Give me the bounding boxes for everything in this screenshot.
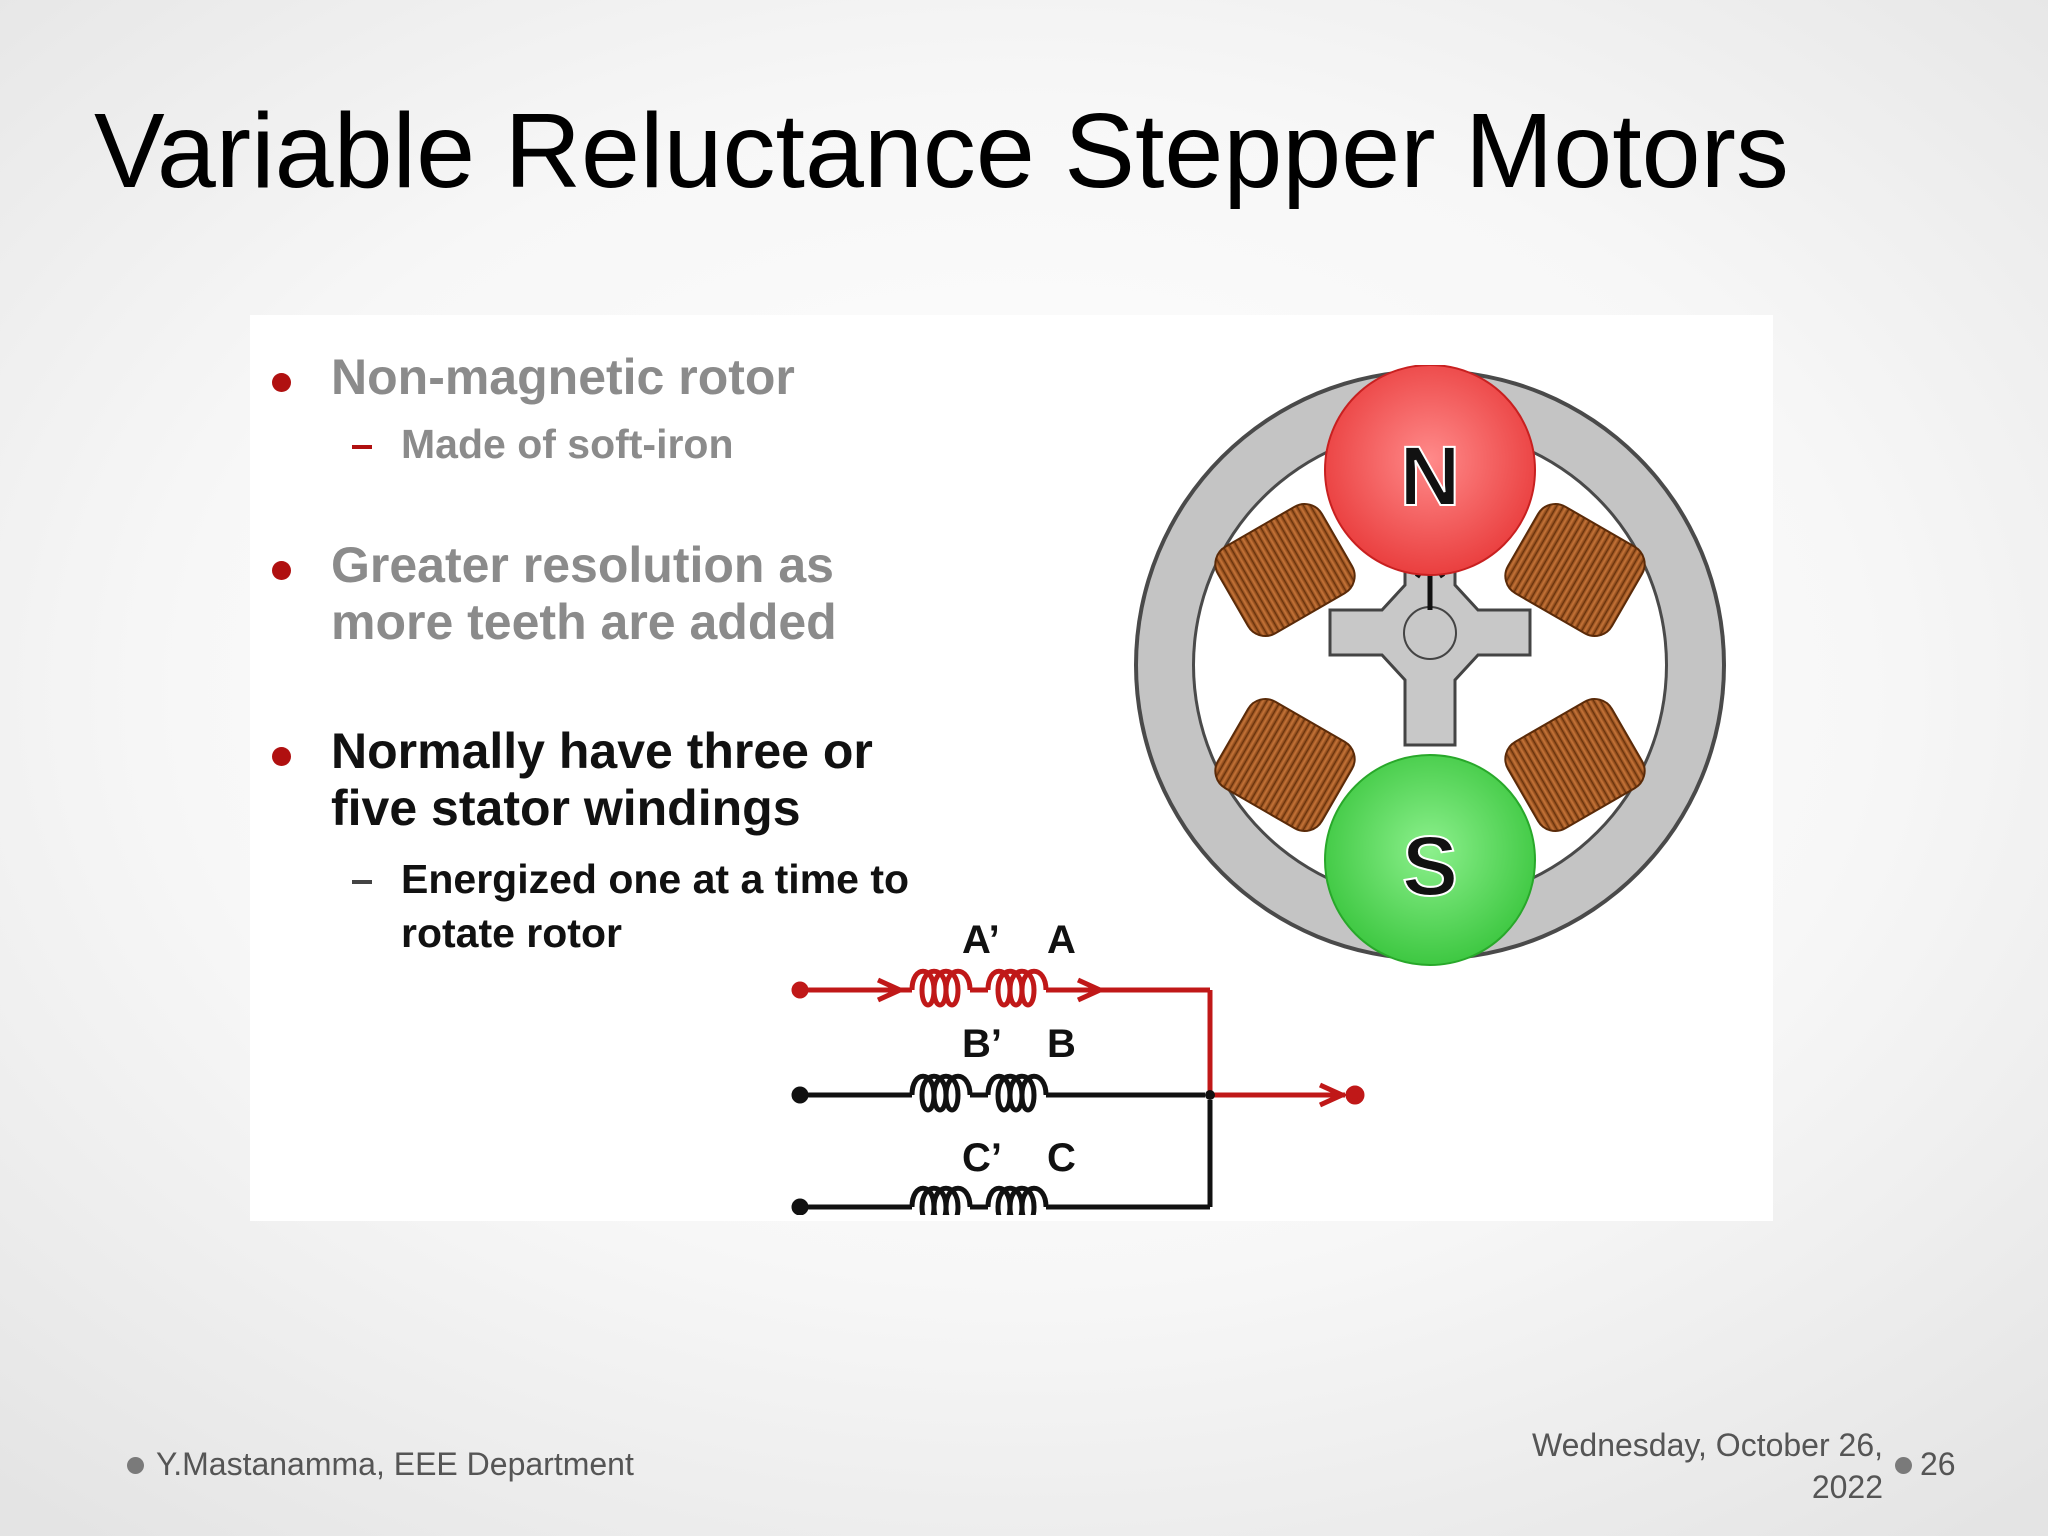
south-pole: S <box>1324 754 1536 966</box>
footer-date-line2: 2022 <box>1811 1469 1883 1505</box>
coil-upper-right <box>1504 503 1646 637</box>
bullet-3-line1: Normally have three or <box>331 723 873 779</box>
footer-author: Y.Mastanamma, EEE Department <box>156 1446 634 1482</box>
north-pole: N <box>1324 365 1536 576</box>
label-b-prime: B’ <box>962 1022 1002 1066</box>
bullet-2-line1: Greater resolution as <box>331 537 834 593</box>
label-a-prime: A’ <box>962 918 1000 962</box>
bullet-list: Non-magnetic rotor Made of soft-iron Gre… <box>250 315 1773 1221</box>
phase-b-winding <box>791 1073 1205 1113</box>
bullet-1-sub: Made of soft-iron <box>401 421 734 467</box>
phase-c-winding <box>791 1100 1213 1215</box>
label-a: A <box>1047 918 1076 962</box>
bullet-1-text: Non-magnetic rotor <box>331 349 795 405</box>
bullet-dot <box>272 561 291 580</box>
slide-title: Variable Reluctance Stepper Motors <box>94 92 1789 210</box>
bullet-3-line2: five stator windings <box>331 780 801 836</box>
label-c: C <box>1047 1136 1076 1180</box>
coil-lower-left <box>1214 698 1356 832</box>
winding-circuit-diagram: A’ A B’ B C’ C <box>791 918 1365 1215</box>
label-c-prime: C’ <box>962 1136 1002 1180</box>
footer-date-line1: Wednesday, October 26, <box>1531 1427 1883 1463</box>
figure-panel: Non-magnetic rotor Made of soft-iron Gre… <box>250 315 1773 1221</box>
bullet-2-line2: more teeth are added <box>331 594 837 650</box>
coil-lower-right <box>1504 698 1646 832</box>
sub-bullet-dash <box>352 445 372 449</box>
south-pole-label: S <box>1402 819 1458 913</box>
phase-a-winding <box>791 968 1365 1108</box>
label-b: B <box>1047 1022 1076 1066</box>
bullet-dot <box>272 747 291 766</box>
footer-page-dot <box>1895 1457 1912 1474</box>
coil-upper-left <box>1214 503 1356 637</box>
north-pole-label: N <box>1400 429 1461 523</box>
footer-date: Wednesday, October 26, 2022 <box>1463 1424 1883 1508</box>
page-number: 26 <box>1920 1446 1956 1482</box>
sub-bullet-dash <box>352 880 372 884</box>
junction-node <box>1205 1090 1215 1100</box>
bullet-3-sub-line2: rotate rotor <box>401 910 622 956</box>
stepper-motor-diagram: N S <box>1134 365 1726 966</box>
bullet-dot <box>272 373 291 392</box>
footer-bullet-dot <box>127 1457 144 1474</box>
bullet-3-sub-line1: Energized one at a time to <box>401 856 910 902</box>
